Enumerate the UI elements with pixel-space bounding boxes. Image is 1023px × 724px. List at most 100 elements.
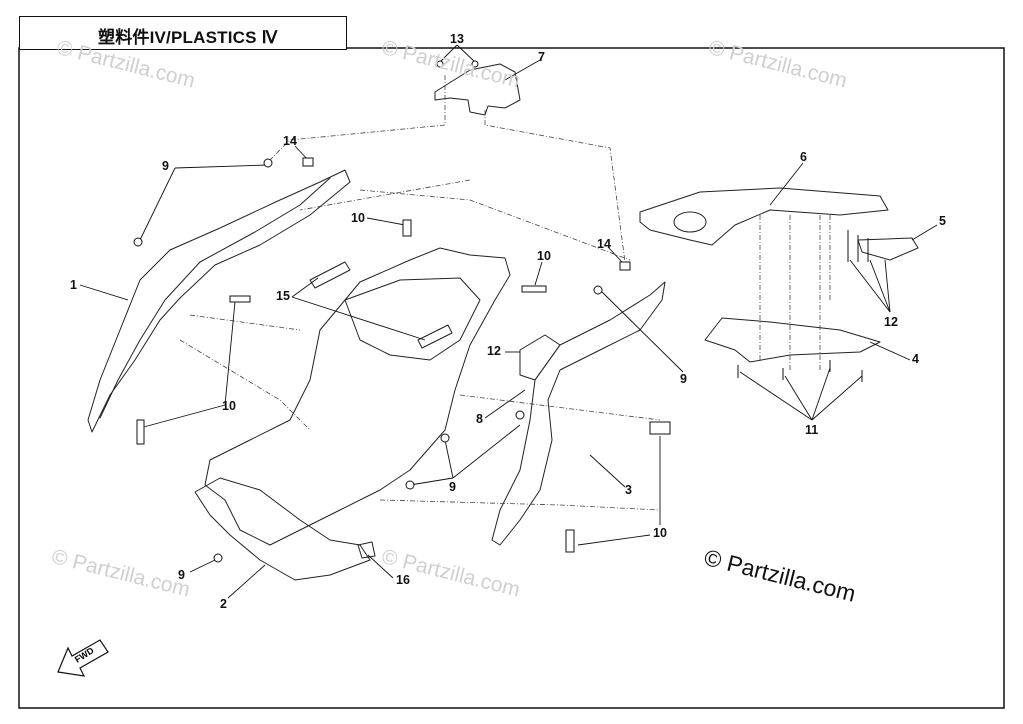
leader-13-7 xyxy=(269,75,446,161)
callout-line-9c1 xyxy=(444,439,454,479)
part-1-inner-edge xyxy=(99,177,331,419)
title-box: 塑料件IV/PLASTICS Ⅳ xyxy=(19,16,347,50)
screw-10d xyxy=(649,421,671,435)
part-15-strip-b xyxy=(417,324,453,349)
callout-line-13b xyxy=(456,44,476,63)
callout-line-10d1 xyxy=(577,534,651,546)
bolt-9c3 xyxy=(440,433,450,443)
diagram-frame xyxy=(18,47,1005,709)
leader-7-14 xyxy=(484,110,626,263)
callout-line-3 xyxy=(589,454,626,488)
callout-14: 14 xyxy=(283,134,297,148)
diagram-title: 塑料件IV/PLASTICS Ⅳ xyxy=(98,28,278,47)
part-16-clip xyxy=(357,541,376,559)
callout-line-15a xyxy=(291,277,319,298)
callout-line-11a xyxy=(739,371,813,421)
leader-bottom xyxy=(379,499,661,511)
bolt-9b xyxy=(593,285,603,295)
bolt-9c xyxy=(515,410,525,420)
callout-line-8 xyxy=(484,389,526,419)
callout-line-9c2 xyxy=(409,477,454,486)
screw-10b xyxy=(521,285,547,293)
callout-line-11c xyxy=(811,367,831,421)
callout-line-14b xyxy=(607,246,623,263)
callout-line-9a2 xyxy=(139,167,176,241)
leader-center-right xyxy=(299,179,471,211)
callout-10: 10 xyxy=(351,211,365,225)
callout-7: 7 xyxy=(538,50,545,64)
callout-15: 15 xyxy=(276,289,290,303)
callout-line-10c1 xyxy=(139,404,226,429)
callout-6: 6 xyxy=(800,150,807,164)
callout-line-4 xyxy=(869,341,911,361)
callout-line-9a1 xyxy=(174,164,269,169)
callout-line-10c2 xyxy=(224,301,236,406)
part-4-lower-bracket xyxy=(704,317,881,363)
callout-line-9b xyxy=(599,289,684,373)
callout-10: 10 xyxy=(222,399,236,413)
callout-line-9c3 xyxy=(452,424,521,479)
leader-side-right xyxy=(359,189,631,261)
callout-9: 9 xyxy=(178,568,185,582)
callout-line-10a xyxy=(366,217,406,226)
callout-line-12b1 xyxy=(849,259,891,313)
callout-9: 9 xyxy=(162,159,169,173)
callout-line-16 xyxy=(367,554,394,579)
part-6-hole xyxy=(673,211,707,233)
callout-10: 10 xyxy=(653,526,667,540)
part-7-top-bracket xyxy=(434,63,521,116)
callout-line-11b xyxy=(784,375,813,421)
screw-10a xyxy=(402,219,412,237)
callout-line-12b3 xyxy=(884,259,891,313)
callout-line-15b xyxy=(291,296,426,341)
callout-9: 9 xyxy=(680,372,687,386)
leader-left-down xyxy=(179,339,311,431)
screw-10c2 xyxy=(229,295,251,303)
callout-12: 12 xyxy=(487,344,501,358)
callout-line-2 xyxy=(227,564,266,599)
leader-center-left xyxy=(189,314,301,331)
part-2-lower-plate xyxy=(194,477,371,581)
callout-9: 9 xyxy=(449,480,456,494)
bolt-9c2 xyxy=(405,480,415,490)
bolt-13b xyxy=(471,60,479,68)
clip-14a xyxy=(302,157,314,167)
leader-right-mid xyxy=(459,394,661,421)
callout-8: 8 xyxy=(476,412,483,426)
callout-line-9d xyxy=(189,559,216,573)
callout-10: 10 xyxy=(537,249,551,263)
callout-1: 1 xyxy=(70,278,77,292)
part-6-rear-bracket xyxy=(639,187,889,246)
callout-12: 12 xyxy=(884,315,898,329)
bolt-9a xyxy=(263,158,273,168)
part-15-strip-a xyxy=(309,261,351,289)
callout-2: 2 xyxy=(220,597,227,611)
callout-4: 4 xyxy=(912,352,919,366)
screw-10c xyxy=(136,419,145,445)
fwd-arrow-icon xyxy=(57,639,109,677)
callout-11: 11 xyxy=(805,423,819,437)
part-8-mount-plate xyxy=(519,334,561,381)
callout-line-6 xyxy=(769,162,804,206)
callout-line-12b2 xyxy=(869,259,891,313)
callout-3: 3 xyxy=(625,483,632,497)
callout-line-10b xyxy=(534,261,543,286)
callout-line-13a xyxy=(439,44,458,63)
bolt-9d xyxy=(213,553,223,563)
part-1-left-side-panel xyxy=(87,169,351,433)
part-5-clip xyxy=(857,237,919,261)
callout-line-11d xyxy=(811,375,863,421)
callout-line-1 xyxy=(79,284,129,301)
clip-14b xyxy=(619,261,631,271)
bolt-9a2 xyxy=(133,237,143,247)
callout-13: 13 xyxy=(450,32,464,46)
screw-10d2 xyxy=(565,529,575,553)
callout-line-7 xyxy=(504,59,541,81)
callout-line-5 xyxy=(911,224,938,241)
part-undertray-inner xyxy=(344,277,481,361)
callout-5: 5 xyxy=(939,214,946,228)
bolt-13a xyxy=(436,60,444,68)
callout-14: 14 xyxy=(597,237,611,251)
part-center-undertray xyxy=(204,247,511,546)
